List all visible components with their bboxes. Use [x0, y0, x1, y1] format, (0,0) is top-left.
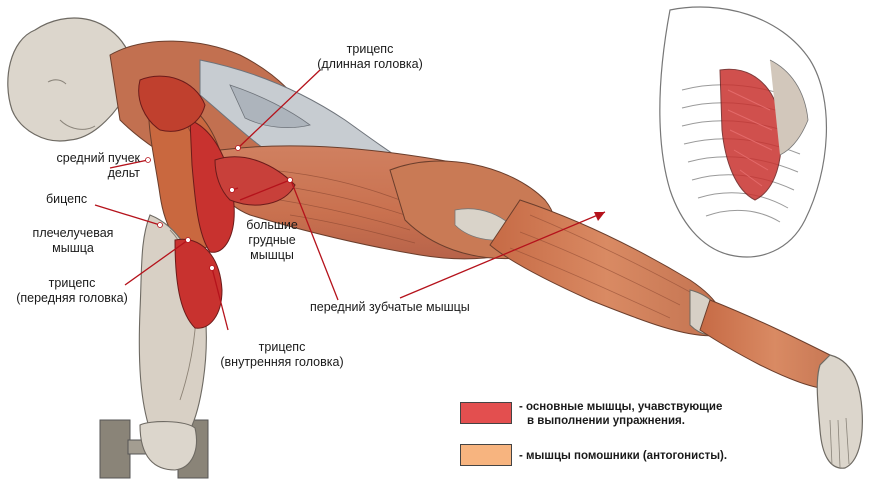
legend-swatch-secondary [460, 444, 512, 466]
label-brachioradialis: плечелучевая мышца [18, 226, 128, 256]
legend-text-primary: - основные мышцы, учавствующие в выполне… [519, 400, 722, 428]
label-triceps-inner: трицепс (внутренняя головка) [204, 340, 360, 370]
ribcage-inset [660, 7, 827, 257]
label-triceps-long: трицепс (длинная головка) [300, 42, 440, 72]
label-pecs: большие грудные мышцы [232, 218, 312, 263]
label-mid-deltoid: средний пучек дельт [6, 151, 140, 181]
label-biceps: бицепс [46, 192, 87, 207]
label-triceps-front: трицепс (передняя головка) [4, 276, 140, 306]
legend-swatch-primary [460, 402, 512, 424]
label-serratus: передний зубчатые мышцы [310, 300, 470, 315]
legend-text-secondary: - мышцы помошники (антогонисты). [519, 449, 727, 463]
